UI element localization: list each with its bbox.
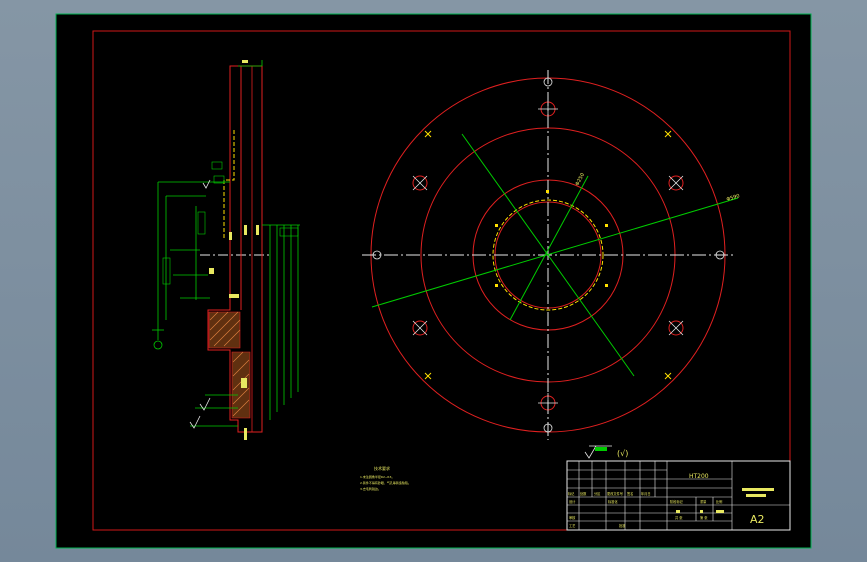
diameter-leader-3 — [509, 175, 589, 321]
dim-text-outer: Φ590 — [726, 193, 741, 203]
cell-sheet-no: 第 张 — [700, 515, 708, 520]
cell-total-sheets: 共 张 — [675, 515, 683, 520]
outer-ring-holes — [424, 130, 672, 380]
roughness-note: (√) — [617, 449, 628, 458]
cell-date: 年月日 — [641, 491, 651, 496]
bolt-hole-marks — [412, 99, 684, 413]
cell-zone: 分区 — [594, 491, 601, 496]
section-dimensions — [157, 60, 300, 427]
technical-requirements: 技术要求 1.未注圆角半径R2~R3。 2.铸件不得有砂眼、气孔等铸造缺陷。 3… — [360, 465, 411, 491]
cell-scale: 比例 — [716, 499, 722, 504]
cell-approve: 批准 — [619, 523, 626, 528]
cell-count: 处数 — [580, 491, 587, 496]
datum-marker — [152, 329, 164, 350]
cell-mark: 标记 — [568, 491, 575, 496]
tech-req-line-3: 3.去毛刺锐边。 — [360, 486, 381, 491]
hidden-bore-circle — [492, 199, 604, 311]
cell-process: 工艺 — [569, 523, 575, 528]
hub-holes — [495, 190, 608, 287]
roughness-symbols — [189, 179, 211, 429]
dimension-labels — [162, 161, 299, 285]
drawing-material: HT200 — [689, 473, 709, 480]
cell-design: 设计 — [569, 499, 576, 504]
hatch-region — [208, 311, 251, 419]
dim-text-hub: Φ250 — [574, 172, 586, 187]
sheet-size-label: A2 — [750, 513, 765, 526]
cell-change-doc: 更改文件号 — [607, 491, 623, 496]
hidden-profile — [223, 130, 235, 240]
section-view — [152, 60, 300, 440]
diameter-leader-2 — [371, 197, 739, 308]
tech-req-line-2: 2.铸件不得有砂眼、气孔等铸造缺陷。 — [360, 480, 411, 485]
tech-req-heading: 技术要求 — [374, 465, 390, 471]
tech-req-line-1: 1.未注圆角半径R2~R3。 — [360, 474, 394, 479]
cell-stage-mark: 阶段标记 — [670, 499, 684, 504]
flange-plan-view: Φ590 Φ250 — [362, 70, 740, 440]
cad-viewport[interactable] — [56, 14, 811, 548]
sheet-outer-frame — [55, 13, 812, 549]
cell-review: 审核 — [569, 515, 576, 520]
sheet-border — [92, 30, 791, 531]
cell-signature: 签名 — [627, 491, 633, 496]
cell-weight: 重量 — [700, 499, 707, 504]
cell-standard: 标准化 — [608, 499, 618, 504]
section-outline — [207, 65, 263, 433]
quadrant-holes — [372, 77, 725, 433]
title-block: HT200 A2 标记 处数 分区 更改文件号 签名 年月日 设计 标准化 阶段… — [566, 460, 791, 531]
title-block-name-marks — [676, 488, 774, 513]
section-text-marks — [209, 60, 259, 440]
general-roughness-note: (√) — [584, 445, 628, 459]
